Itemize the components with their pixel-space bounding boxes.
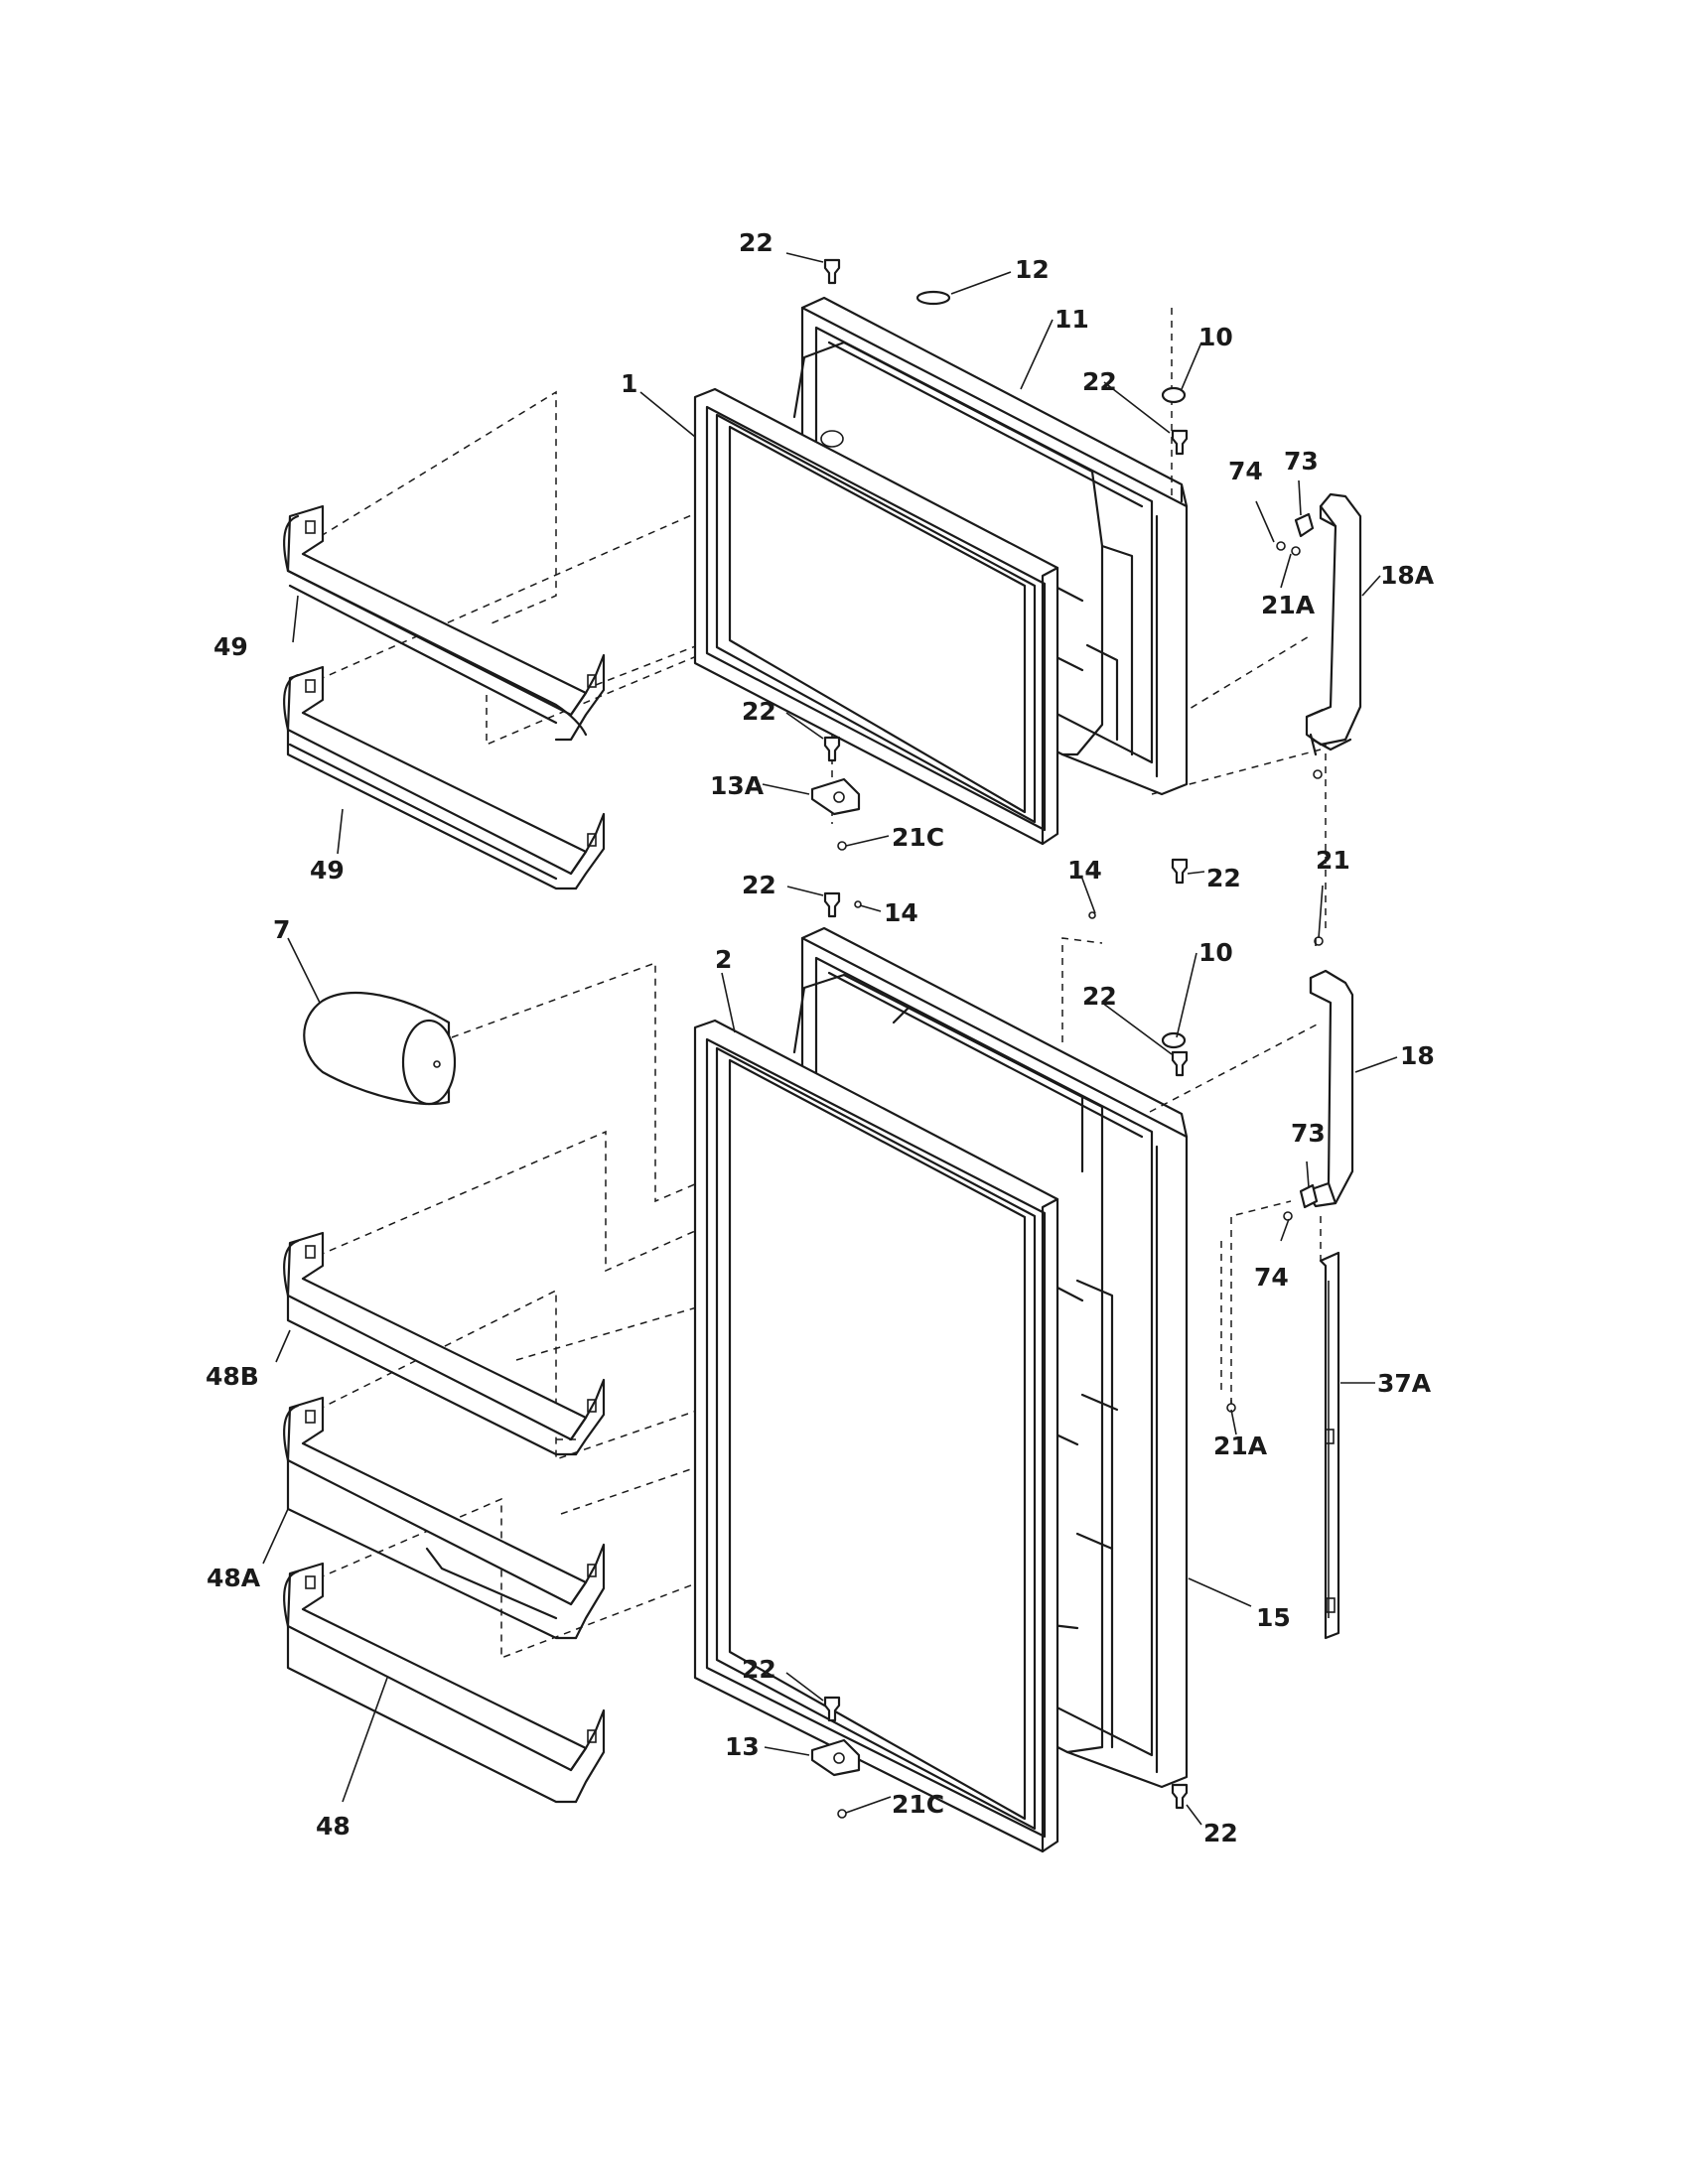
callout-2: 2 xyxy=(715,945,732,974)
caps-10-12 xyxy=(915,290,1187,1049)
leader-lines xyxy=(262,252,1398,1826)
callout-22: 22 xyxy=(1206,864,1241,892)
callout-14: 14 xyxy=(884,898,918,927)
callout-18: 18 xyxy=(1400,1041,1435,1070)
dairy-bin-7 xyxy=(303,992,457,1106)
screws-22 xyxy=(823,258,1189,1810)
callout-73: 73 xyxy=(1284,447,1319,476)
callout-13a: 13A xyxy=(710,771,765,800)
callout-22: 22 xyxy=(1082,982,1117,1011)
fresh-food-door-gasket-2 xyxy=(693,1019,1059,1853)
callout-1: 1 xyxy=(621,369,637,398)
freezer-handle-18a xyxy=(1305,492,1362,756)
door-shelf-49-lower xyxy=(283,665,606,890)
callout-22: 22 xyxy=(1082,367,1117,396)
callout-18a: 18A xyxy=(1380,561,1435,590)
callout-22: 22 xyxy=(739,228,774,257)
callout-73: 73 xyxy=(1291,1119,1326,1148)
callout-21a: 21A xyxy=(1213,1432,1268,1460)
callout-12: 12 xyxy=(1015,255,1050,284)
callout-10: 10 xyxy=(1198,938,1233,967)
callout-13: 13 xyxy=(725,1732,760,1761)
callout-37a: 37A xyxy=(1377,1369,1432,1398)
door-shelf-48 xyxy=(283,1562,606,1804)
callout-15: 15 xyxy=(1256,1603,1291,1632)
callout-22: 22 xyxy=(742,1655,776,1684)
callout-21c: 21C xyxy=(892,1790,944,1819)
callout-49: 49 xyxy=(310,856,345,885)
freezer-door-gasket-1 xyxy=(693,387,1059,846)
callout-74: 74 xyxy=(1254,1263,1289,1292)
callout-7: 7 xyxy=(273,915,290,944)
callout-22: 22 xyxy=(1203,1819,1238,1847)
callout-labels: 22 12 11 10 22 1 74 73 18A 21A 49 22 13A… xyxy=(206,228,1435,1847)
callout-14: 14 xyxy=(1067,856,1102,885)
callout-21c: 21C xyxy=(892,823,944,852)
callout-21: 21 xyxy=(1316,846,1350,875)
callout-74: 74 xyxy=(1228,457,1263,485)
hinge-13 xyxy=(810,1738,861,1777)
callout-21a: 21A xyxy=(1261,591,1316,619)
door-shelf-48a xyxy=(283,1396,606,1640)
door-shelf-48b xyxy=(283,1231,606,1456)
callout-48a: 48A xyxy=(207,1564,261,1592)
handle-trim-37a xyxy=(1319,1251,1340,1640)
door-shelf-49-upper xyxy=(283,504,606,742)
callout-48: 48 xyxy=(316,1812,351,1841)
callout-22: 22 xyxy=(742,871,776,899)
callout-10: 10 xyxy=(1198,323,1233,351)
fresh-food-handle-18 xyxy=(1304,969,1354,1208)
small-screws xyxy=(837,512,1324,1819)
callout-48b: 48B xyxy=(206,1362,259,1391)
callout-11: 11 xyxy=(1055,305,1089,334)
callout-22: 22 xyxy=(742,697,776,726)
hinge-13a xyxy=(810,777,861,816)
callout-49: 49 xyxy=(213,632,248,661)
